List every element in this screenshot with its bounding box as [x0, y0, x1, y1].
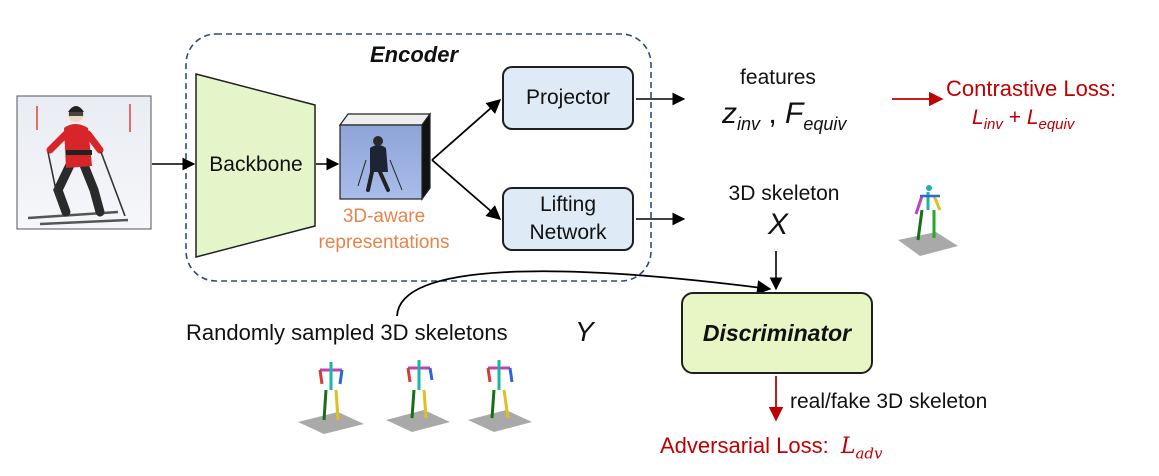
- adversarial-loss-formula: Ladv: [840, 434, 883, 463]
- lifting-network-box: Lifting Network: [502, 187, 634, 251]
- features-math-z: z: [722, 97, 737, 130]
- contrastive-formula-b: L: [1026, 106, 1039, 129]
- adversarial-formula-l: L: [840, 434, 856, 459]
- arrow-sampled-to-discriminator: [396, 270, 772, 317]
- feature-cube: [338, 112, 432, 201]
- discriminator-label: Discriminator: [702, 319, 852, 346]
- encoder-region: [185, 33, 652, 282]
- representation-label-line1: 3D-aware: [342, 206, 426, 227]
- contrastive-formula-plus: +: [1002, 106, 1027, 129]
- sampled-skeletons-label: Randomly sampled 3D skeletons: [186, 320, 508, 345]
- adversarial-formula-sub: adv: [855, 444, 883, 463]
- skeleton-figure-predicted: [898, 185, 958, 256]
- contrastive-loss-formula: Linv + Lequiv: [972, 106, 1074, 133]
- skeleton-figure-sample-2: [386, 360, 450, 432]
- features-math-f: F: [785, 97, 804, 130]
- features-math-sep: ,: [760, 97, 786, 130]
- features-math-f-sub: equiv: [803, 114, 847, 134]
- contrastive-formula-b-sub: equiv: [1038, 116, 1075, 134]
- skeleton-figure-sample-3: [468, 360, 532, 432]
- features-label: features: [740, 66, 816, 89]
- skeleton3d-math: X: [767, 208, 789, 241]
- skier-photo: [16, 95, 152, 230]
- arrow-cube-to-lifting: [431, 159, 502, 220]
- backbone-block: [195, 73, 316, 258]
- adversarial-loss-label: Adversarial Loss: Ladv: [660, 433, 883, 462]
- backbone-label: Backbone: [209, 153, 303, 176]
- discriminator-box: Discriminator: [681, 292, 873, 374]
- contrastive-loss-label: Contrastive Loss:: [946, 76, 1116, 101]
- projector-label: Projector: [525, 86, 611, 109]
- skeleton-figure-sample-1: [298, 362, 364, 434]
- features-math: zinv , Fequiv: [722, 97, 846, 135]
- contrastive-formula-a-sub: inv: [983, 116, 1003, 134]
- representation-label-line2: representations: [318, 232, 450, 253]
- projector-box: Projector: [502, 66, 634, 130]
- contrastive-formula-a: L: [972, 106, 984, 129]
- sampled-skeletons-math: Y: [575, 316, 594, 347]
- features-math-z-sub: inv: [737, 114, 761, 134]
- lifting-label-line1: Lifting: [539, 193, 597, 216]
- encoder-title: Encoder: [369, 42, 459, 67]
- arrow-cube-to-projector: [431, 99, 502, 161]
- output-label: real/fake 3D skeleton: [790, 390, 988, 413]
- lifting-label-line2: Network: [529, 221, 607, 244]
- adversarial-loss-text: Adversarial Loss:: [660, 433, 829, 458]
- skeleton3d-label: 3D skeleton: [728, 182, 840, 205]
